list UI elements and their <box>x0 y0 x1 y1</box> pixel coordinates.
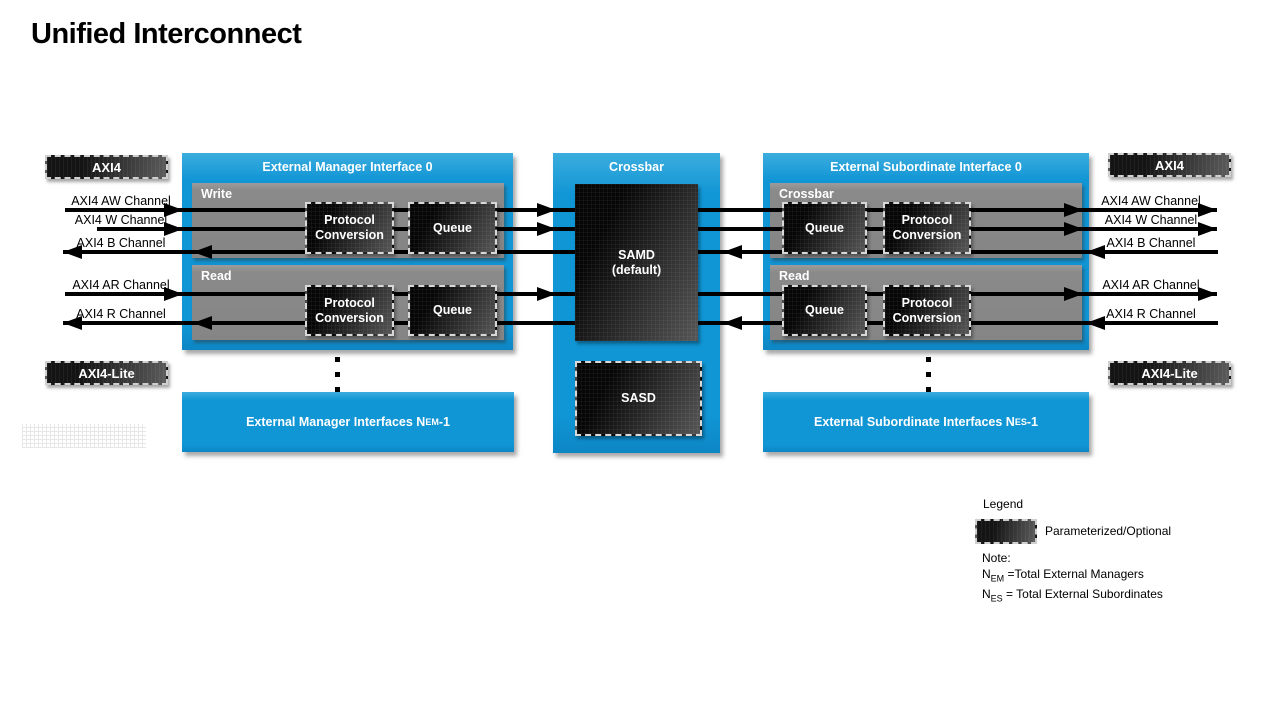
external-manager-interface-0-title: External Manager Interface 0 <box>262 160 433 174</box>
ar-channel-label-left: AXI4 AR Channel <box>72 278 170 292</box>
note-title: Note: <box>982 551 1011 565</box>
external-manager-interfaces-n-subscript: EM <box>425 417 439 427</box>
external-subordinate-interfaces-n-suffix: -1 <box>1026 415 1038 429</box>
b-channel-label-right: AXI4 B Channel <box>1106 236 1196 250</box>
write-section-right-title: Crossbar <box>779 187 834 201</box>
write-section-left-title: Write <box>201 187 233 201</box>
parameterized-optional-label: Parameterized/Optional <box>1045 524 1172 538</box>
ellipsis-dot <box>926 372 931 377</box>
external-subordinate-interfaces-n-label: External Subordinate Interfaces N <box>814 415 1015 429</box>
r-channel-label-right: AXI4 R Channel <box>1106 307 1196 321</box>
parameterized-optional-swatch <box>975 519 1037 544</box>
external-subordinate-interfaces-n-subscript: ES <box>1014 417 1027 427</box>
artifact-grid <box>22 424 146 448</box>
samd-block: SAMD (default) <box>575 184 698 341</box>
external-manager-interfaces-n-label: External Manager Interfaces N <box>246 415 426 429</box>
w-channel-label-left: AXI4 W Channel <box>74 213 168 227</box>
protocol-conversion-block-write-right: Protocol Conversion <box>883 202 971 254</box>
read-section-right-title: Read <box>779 269 810 283</box>
samd-block-title: SAMD <box>618 247 655 262</box>
ellipsis-dot <box>926 357 931 362</box>
page-title: Unified Interconnect <box>31 18 302 50</box>
aw-channel-label-left: AXI4 AW Channel <box>71 194 171 208</box>
sasd-block: SASD <box>575 361 702 436</box>
axi4-lite-badge-right: AXI4-Lite <box>1108 361 1231 385</box>
samd-block-subtitle: (default) <box>611 262 662 277</box>
crossbar-title: Crossbar <box>609 160 664 174</box>
axi4-badge-right: AXI4 <box>1108 153 1231 177</box>
b-channel-label-left: AXI4 B Channel <box>76 236 166 250</box>
note-line-nes: NES = Total External Subordinates <box>982 587 1163 604</box>
protocol-conversion-block-read-right: Protocol Conversion <box>883 285 971 336</box>
note-block: Note: NEM =Total External Managers NES =… <box>982 550 1163 607</box>
ellipsis-dot <box>335 387 340 392</box>
axi4-lite-badge-left: AXI4-Lite <box>45 361 168 385</box>
aw-channel-label-right: AXI4 AW Channel <box>1101 194 1201 208</box>
protocol-conversion-block-write-left: Protocol Conversion <box>305 202 394 254</box>
queue-block-write-right: Queue <box>782 202 867 254</box>
external-manager-interfaces-n-suffix: -1 <box>438 415 450 429</box>
w-channel-label-right: AXI4 W Channel <box>1104 213 1198 227</box>
protocol-conversion-block-read-left: Protocol Conversion <box>305 285 394 336</box>
read-section-left-title: Read <box>201 269 232 283</box>
r-channel-label-left: AXI4 R Channel <box>76 307 166 321</box>
legend-title: Legend <box>983 497 1024 511</box>
axi4-badge-left: AXI4 <box>45 155 168 179</box>
ellipsis-dot <box>926 387 931 392</box>
ellipsis-dot <box>335 357 340 362</box>
queue-block-write-left: Queue <box>408 202 497 254</box>
ar-channel-label-right: AXI4 AR Channel <box>1102 278 1200 292</box>
note-line-nem: NEM =Total External Managers <box>982 567 1144 584</box>
ellipsis-dot <box>335 372 340 377</box>
queue-block-read-right: Queue <box>782 285 867 336</box>
queue-block-read-left: Queue <box>408 285 497 336</box>
external-subordinate-interface-0-title: External Subordinate Interface 0 <box>830 160 1022 174</box>
